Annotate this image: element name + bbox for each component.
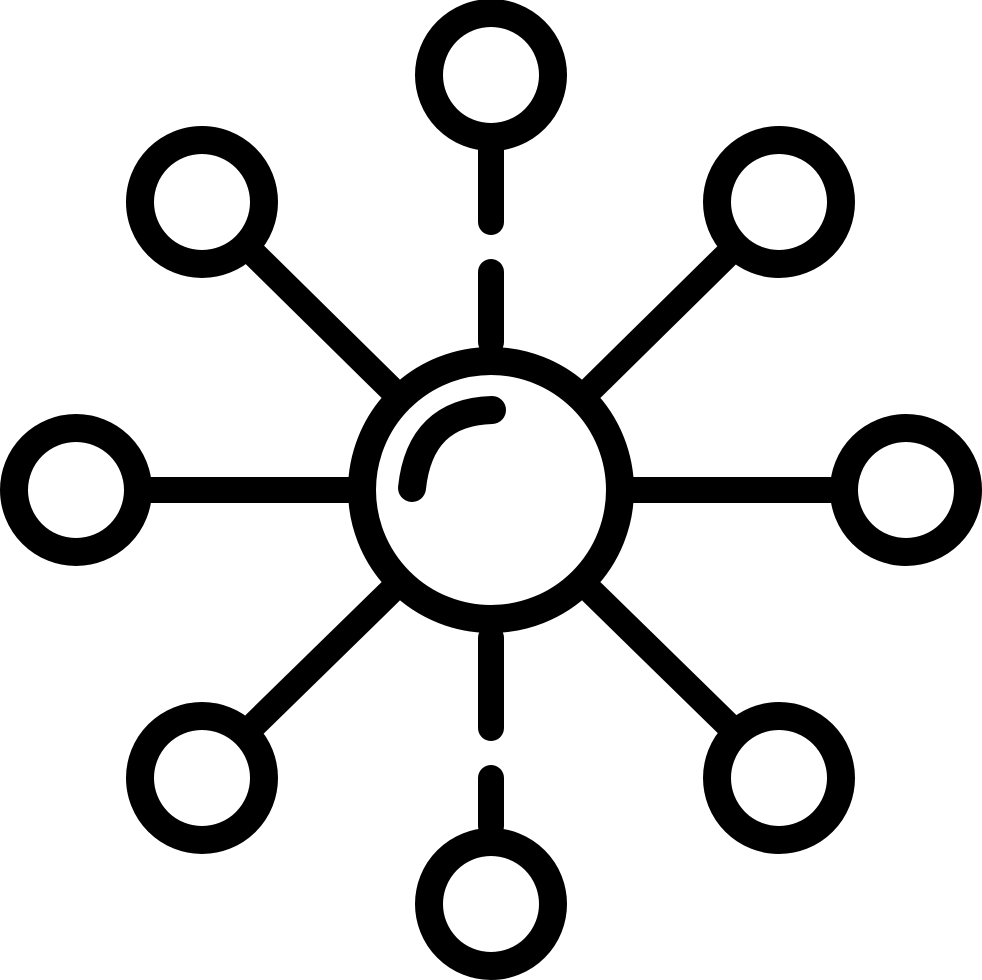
hub-highlight-arc-icon <box>398 396 506 502</box>
node-left-icon <box>0 414 152 566</box>
node-bottom-left-icon <box>126 702 278 854</box>
node-top-right-icon <box>703 126 855 278</box>
connector-bottom-right <box>579 579 740 737</box>
node-right-icon <box>830 414 982 566</box>
node-bottom-icon <box>415 828 567 980</box>
hub-circle-icon <box>348 347 634 633</box>
connectors <box>137 137 845 839</box>
node-top-icon <box>415 0 567 151</box>
connector-bottom-left <box>242 579 403 737</box>
connector-top-right <box>579 242 740 401</box>
node-top-left-icon <box>126 126 278 278</box>
connector-top-left <box>242 242 403 401</box>
node-bottom-right-icon <box>703 702 855 854</box>
